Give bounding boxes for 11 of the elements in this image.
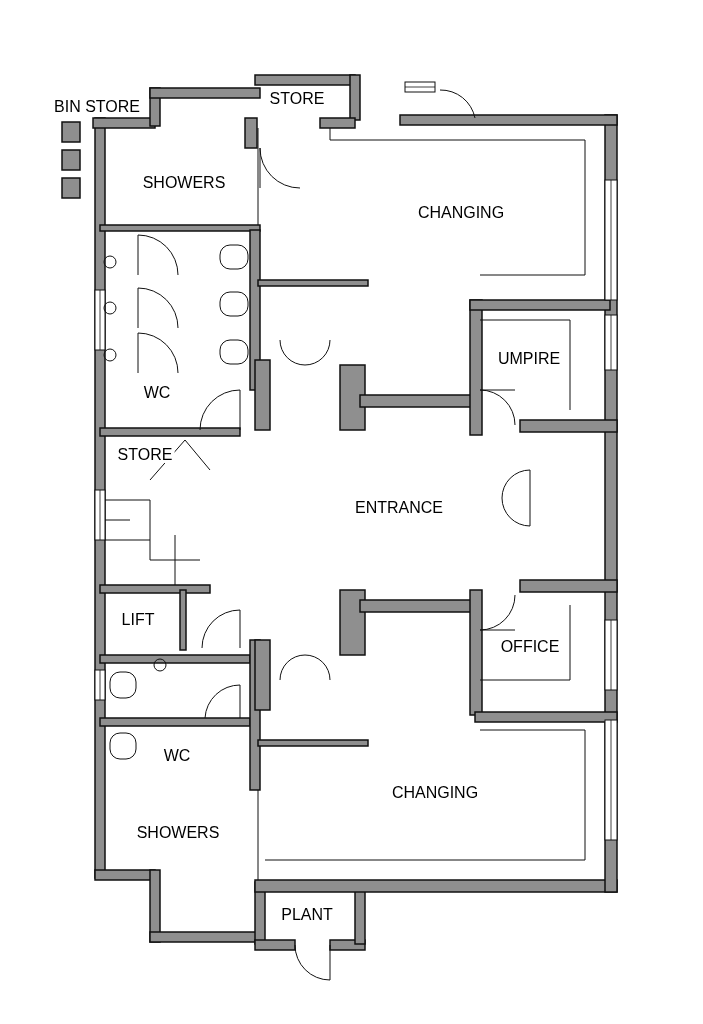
room-label: WC — [161, 748, 193, 764]
room-label: STORE — [267, 91, 327, 107]
room-label: ENTRANCE — [353, 500, 445, 516]
room-label: STORE — [115, 447, 175, 463]
room-label: SHOWERS — [140, 175, 228, 191]
room-label: SHOWERS — [134, 825, 222, 841]
room-label: LIFT — [119, 612, 157, 628]
room-label: BIN STORE — [52, 99, 142, 115]
room-label: PLANT — [279, 907, 335, 923]
room-label: WC — [141, 385, 173, 401]
room-label: OFFICE — [498, 639, 562, 655]
